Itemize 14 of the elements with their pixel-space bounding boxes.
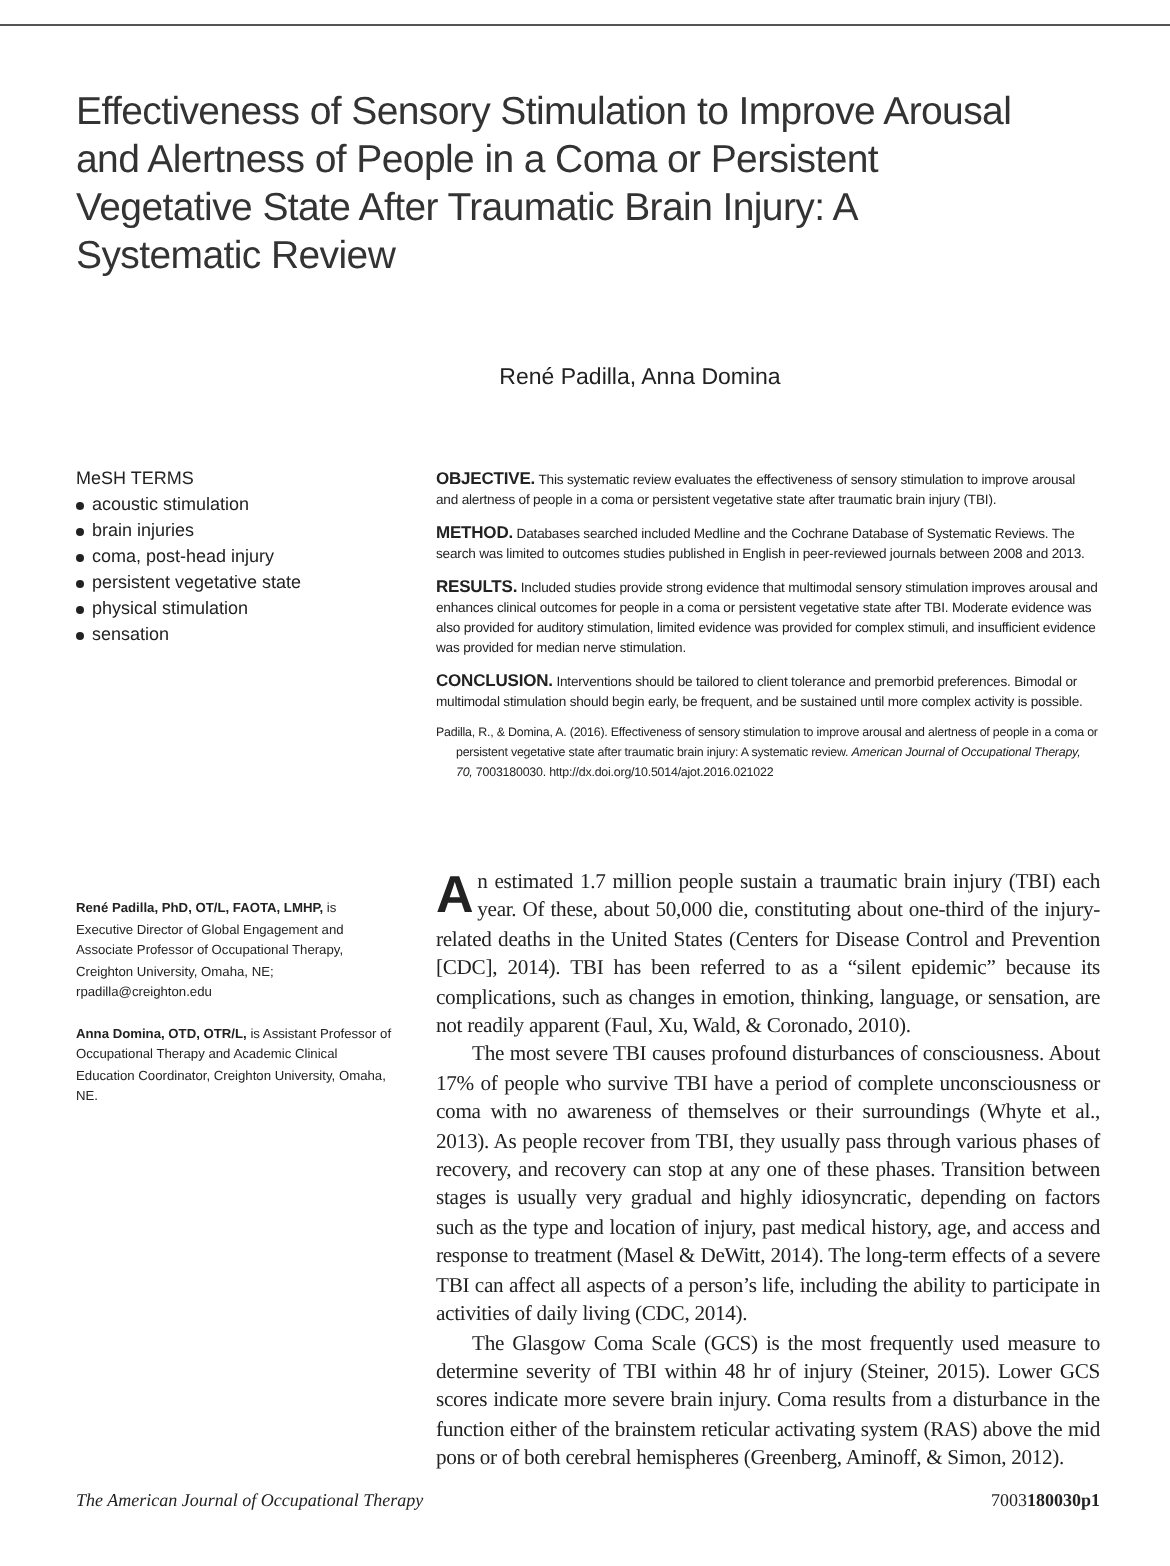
- author-names: René Padilla, Anna Domina: [497, 366, 783, 390]
- article-title: Effectiveness of Sensory Stimulation to Improve Arousal and Alertness of People in a Coma or Persistent Vegetative State After Traumatic Brain Injury: A Systematic Review: [76, 88, 1014, 280]
- list-item: coma, post-head injury: [92, 546, 275, 566]
- body-paragraph: The most severe TBI causes profound disturbances of consciousness. About 17% of people who survive TBI have a period of complete unconsciousness or coma with no awareness of themselves or their surroundings (Whyte et al., 2013). As people recover from TBI, they usually pass through various phases of recovery, and recovery can stop at any one of these phases. Transition between stages is usually very gradual and highly idiosyncratic, depending on factors such as the type and location of injury, past medical history, age, and access and response to treatment (Masel & DeWitt, 2014). The long-term effects of a severe TBI can affect all aspects of a person’s life, including the ability to participate in activities of daily living (CDC, 2014).: [436, 1042, 1100, 1331]
- list-item: acoustic stimulation: [92, 494, 250, 514]
- body-paragraph: The Glasgow Coma Scale (GCS) is the most frequently used measure to determine severity of TBI within 48 hr of injury (Steiner, 2015). Lower GCS scores indicate more severe brain injury. Coma results from a disturbance in the function either of the brainstem reticular activating system (RAS) above the mid pons or of both cerebral hemispheres (Greenberg, Aminoff, & Simon, 2012).: [436, 1331, 1100, 1475]
- body-paragraph: An estimated 1.7 million people sustain a traumatic brain injury (TBI) each year. Of these, about 50,000 die, constituting about one-third of the injury-related deaths in the United States (Centers for Disease Control and Prevention [CDC], 2014). TBI has been referred to as a “silent epidemic” because its complications, such as changes in emotion, thinking, language, or sensation, are not readily apparent (Faul, Xu, Wald, & Coronado, 2010).: [436, 870, 1100, 1043]
- list-item: sensation: [92, 624, 170, 644]
- list-item: brain injuries: [92, 520, 195, 540]
- section-heading: MeSH TERMS: [76, 468, 196, 488]
- journal-name: The American Journal of Occupational Therapy: [76, 1490, 424, 1510]
- page-number: 7003180030p1: [990, 1490, 1100, 1510]
- list-item: physical stimulation: [92, 598, 249, 618]
- list-item: persistent vegetative state: [92, 572, 302, 592]
